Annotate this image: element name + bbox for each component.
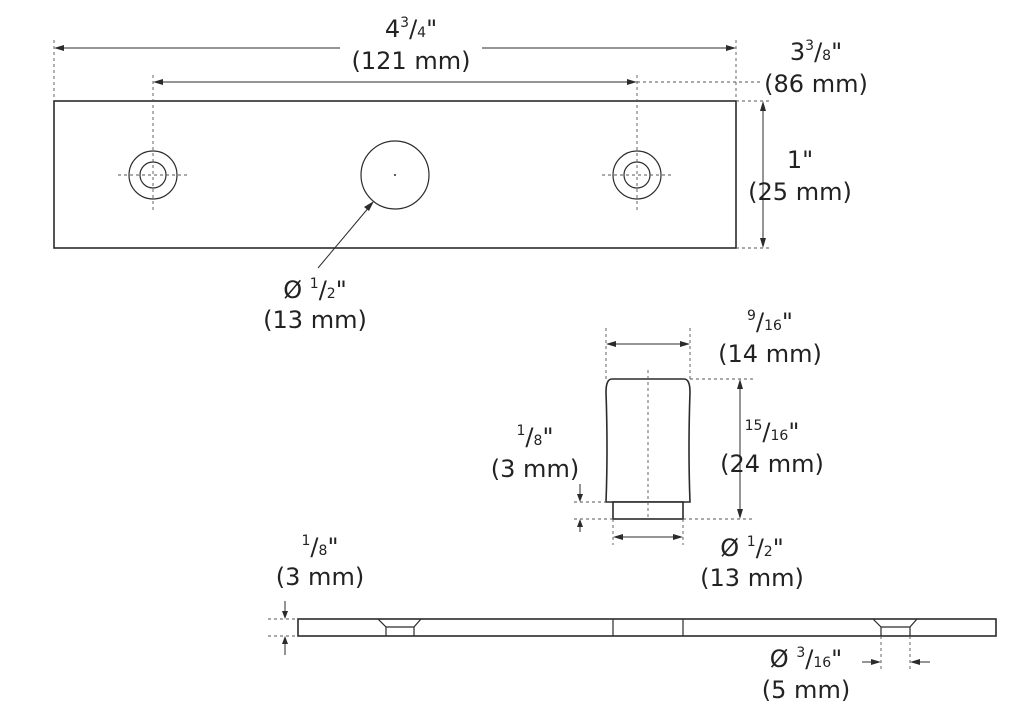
knob-base-height-metric: (3 mm) (491, 455, 579, 483)
knob-width-metric: (14 mm) (718, 340, 822, 368)
knob-hole (360, 140, 430, 210)
knob-side-view (605, 370, 691, 520)
plate-length-metric: (121 mm) (352, 47, 471, 75)
plate-edge-view (297, 618, 997, 637)
plate-edge-outline (297, 618, 997, 637)
knob-height-label: 15/16" (745, 418, 800, 446)
right-countersink (872, 618, 918, 636)
left-countersink (377, 618, 422, 636)
knob-height-metric: (24 mm) (720, 450, 824, 478)
knob-body (605, 378, 691, 503)
plate-height-metric: (25 mm) (748, 178, 852, 206)
plate-thickness-label: 1/8" (302, 533, 339, 561)
screw-hole-diameter-metric: (5 mm) (762, 676, 850, 704)
screw-hole-diameter-dimension (862, 636, 930, 670)
hole-spacing-label: 33/8" (790, 38, 842, 66)
knob-base-diameter-metric: (13 mm) (700, 564, 804, 592)
knob-base-height-dimension (574, 484, 613, 532)
plate-height-label: 1" (787, 146, 813, 174)
knob-width-label: 9/16" (747, 308, 793, 336)
right-screw-hole-outer (612, 150, 662, 200)
screw-hole-diameter-label: Ø 3/16" (770, 645, 842, 673)
plate-height-dimension (736, 100, 770, 249)
knob-base-height-label: 1/8" (517, 423, 554, 451)
plate-length-dimension (53, 40, 737, 101)
plate-front-view (53, 75, 737, 249)
knob-base-diameter-dimension (612, 519, 684, 545)
plate-length-label: 43/4" (385, 15, 437, 43)
knob-width-dimension (605, 328, 691, 379)
plate-thickness-metric: (3 mm) (276, 563, 364, 591)
hole-spacing-metric: (86 mm) (764, 70, 868, 98)
knob-hole-diameter-label: Ø 1/2" (283, 276, 347, 304)
left-screw-hole-outer (128, 150, 178, 200)
hole-spacing-dimension (153, 79, 760, 85)
knob-hole-diameter-metric: (13 mm) (263, 306, 367, 334)
knob-height-dimension (683, 378, 755, 520)
knob-hole-leader (317, 201, 374, 269)
plate-thickness-dimension (268, 601, 298, 655)
knob-base-diameter-label: Ø 1/2" (720, 534, 784, 562)
